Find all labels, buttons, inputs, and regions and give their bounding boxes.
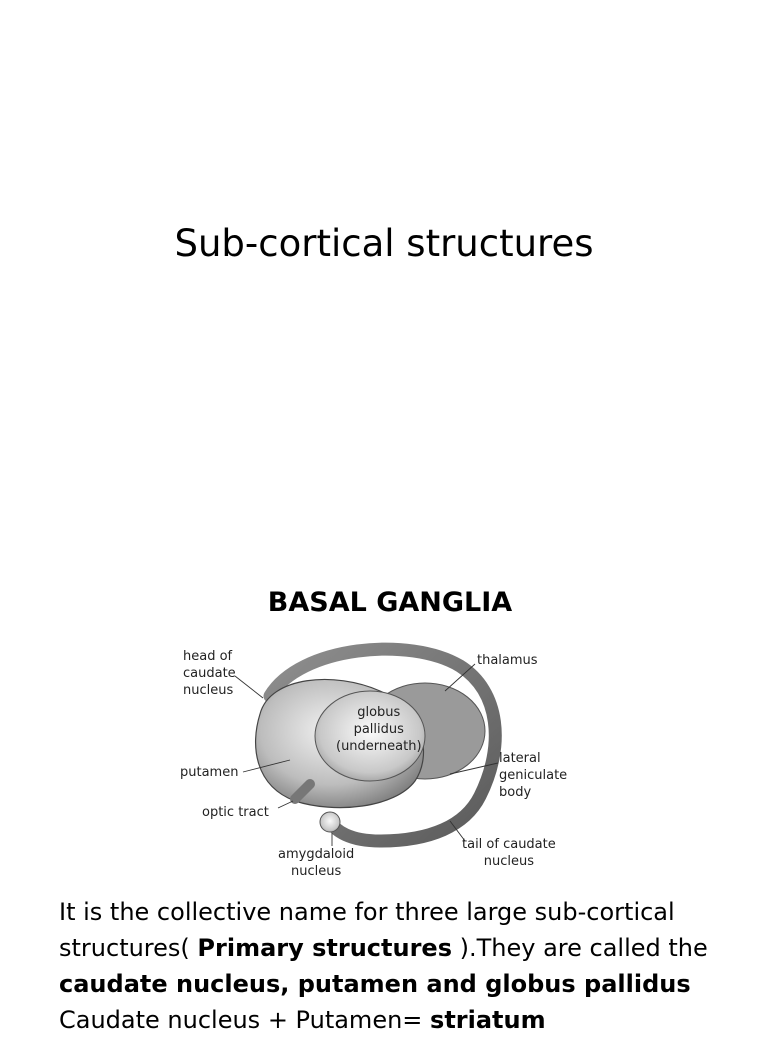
body-line-4: Caudate nucleus + Putamen= striatum xyxy=(59,1006,546,1034)
basal-ganglia-drawing xyxy=(234,642,502,848)
caudate-tail-shape xyxy=(263,642,502,848)
optic-tract-shape xyxy=(290,779,315,804)
basal-ganglia-illustration: head of caudate nucleus thalamus globus … xyxy=(160,636,590,882)
label-globus-pallidus: globus pallidus (underneath) xyxy=(336,705,422,754)
label-tail-of-caudate: tail of caudate nucleus xyxy=(462,837,556,869)
body-line-2: structures( Primary structures ).They ar… xyxy=(59,934,708,962)
body-line-3: caudate nucleus, putamen and globus pall… xyxy=(59,966,759,1002)
striatum-bold: striatum xyxy=(430,1006,546,1034)
body-text: It is the collective name for three larg… xyxy=(59,894,759,1038)
globus-pallidus-shape xyxy=(314,690,426,782)
amygdaloid-shape xyxy=(319,811,341,833)
section-heading: BASAL GANGLIA xyxy=(267,587,513,618)
label-optic-tract: optic tract xyxy=(202,805,269,820)
label-head-of-caudate: head of caudate nucleus xyxy=(183,649,236,698)
label-thalamus: thalamus xyxy=(477,653,538,668)
label-amygdaloid: amygdaloid nucleus xyxy=(278,847,355,879)
body-line-1: It is the collective name for three larg… xyxy=(59,898,675,926)
primary-structures-bold: Primary structures xyxy=(197,934,452,962)
label-lateral-geniculate: lateral geniculate body xyxy=(499,751,568,800)
structures-list-bold: caudate nucleus, putamen and globus pall… xyxy=(59,970,691,998)
slide-title: Sub-cortical structures xyxy=(174,222,594,265)
label-putamen: putamen xyxy=(180,765,239,780)
